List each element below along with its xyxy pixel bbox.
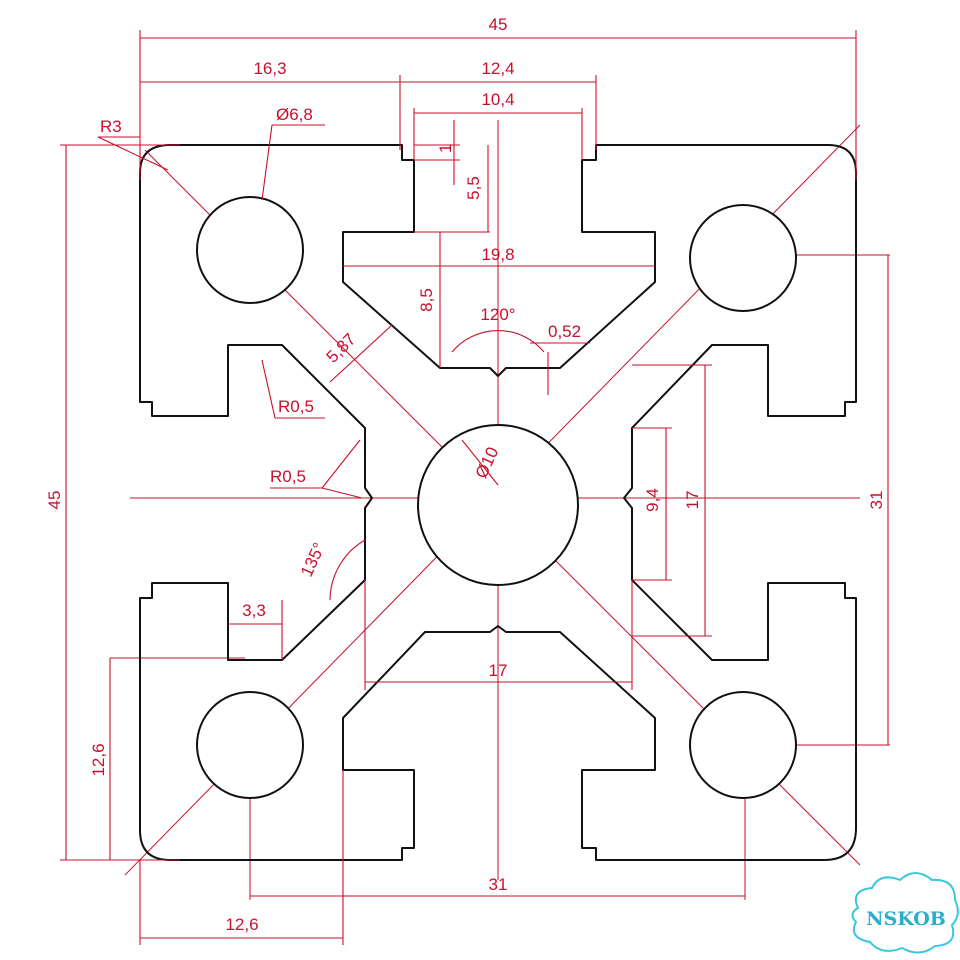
dim-left-offset: 16,3 [253, 59, 286, 78]
dim-v-angle: 120° [480, 305, 515, 324]
dimension-labels: 45 16,3 12,4 10,4 R3 Ø6,8 1 5,5 19,8 8,5… [45, 15, 886, 934]
dim-slot-outer: 12,4 [481, 59, 514, 78]
dim-hole-offset-horizontal: 12,6 [225, 915, 258, 934]
corner-hole-top-left [196, 196, 304, 304]
dim-core-width-vertical: 17 [683, 491, 702, 510]
dim-core-flat: 9,4 [643, 488, 662, 512]
profile-body [139, 144, 857, 861]
dim-hole-pitch-vertical: 31 [867, 491, 886, 510]
corner-hole-top-right [689, 204, 797, 312]
dim-slot-depth: 8,5 [417, 288, 436, 312]
dim-overall-height: 45 [45, 491, 64, 510]
dim-core-width-horizontal: 17 [489, 661, 508, 680]
profile-outline [139, 144, 857, 861]
dim-hole-offset-vertical: 12,6 [89, 743, 108, 776]
dim-small-radius-lower: R0,5 [270, 467, 306, 486]
dim-hole-diameter: Ø6,8 [276, 105, 313, 124]
dim-diagonal: 5,87 [323, 330, 360, 367]
dim-lip-depth: 5,5 [464, 176, 483, 200]
dim-slot-inner: 10,4 [481, 90, 514, 109]
dim-slot-width: 19,8 [481, 245, 514, 264]
dim-corner-radius: R3 [100, 117, 122, 136]
corner-hole-bottom-right [689, 691, 797, 799]
brand-logo: NSKOB [851, 872, 959, 954]
dim-overall-width: 45 [489, 15, 508, 34]
dim-angle-135: 135° [297, 540, 329, 580]
corner-hole-bottom-left [196, 691, 304, 799]
dim-lip: 1 [436, 144, 455, 153]
dim-v-offset: 0,52 [548, 322, 581, 341]
brand-logo-text: NSKOB [866, 908, 946, 930]
dim-small-radius-upper: R0,5 [278, 397, 314, 416]
dimension-lines [60, 30, 889, 945]
cloud-badge-icon [851, 872, 959, 954]
core-hole [417, 424, 579, 586]
dim-hole-pitch-horizontal: 31 [489, 875, 508, 894]
dim-slot-gap: 3,3 [242, 601, 266, 620]
